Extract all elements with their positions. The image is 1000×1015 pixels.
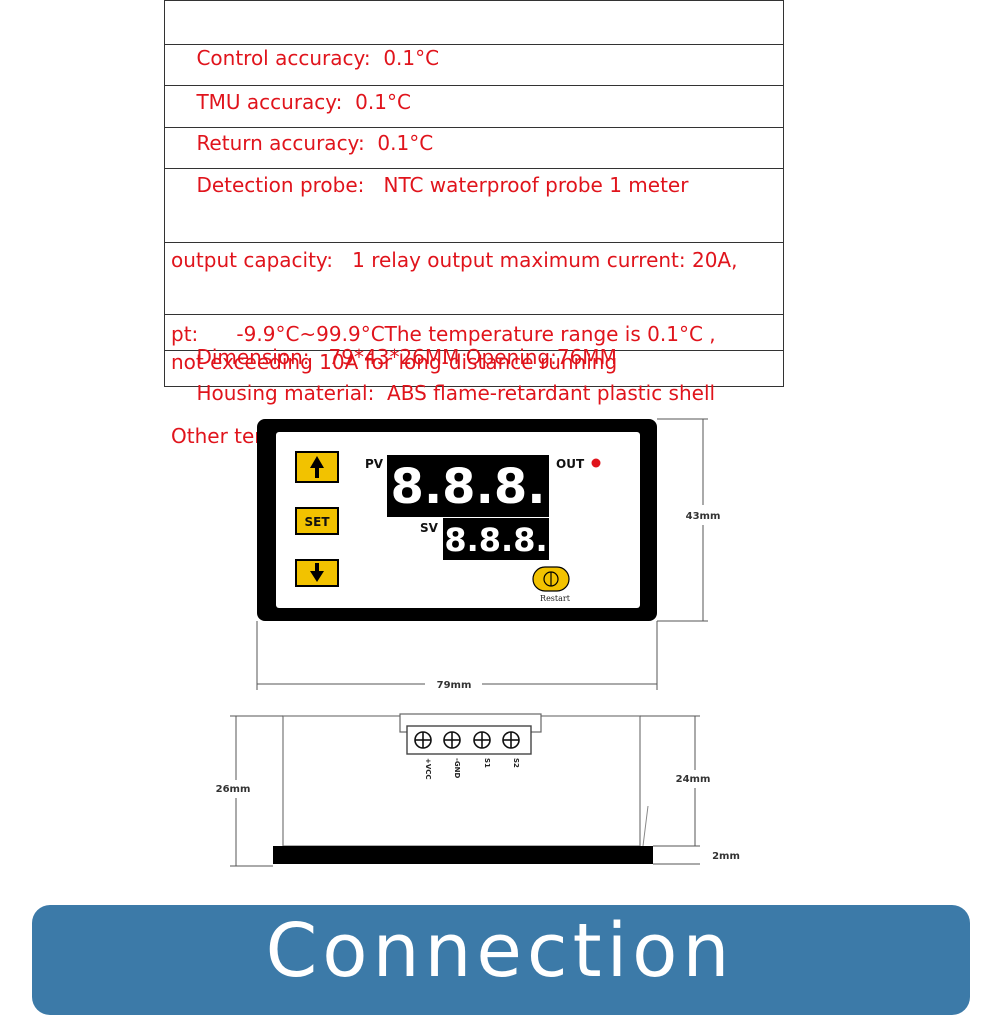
spec-row: TMU accuracy: 0.1°C [165,44,783,114]
side-view: +VCC -GND S1 S2 [273,713,653,864]
sv-display [443,518,549,560]
spec-line: output capacity: 1 relay output maximum … [171,248,738,272]
side-dimensions [230,715,700,867]
spec-line: Return accuracy: 0.1°C [196,131,434,155]
sv-label: SV [420,521,439,535]
out-label: OUT [556,457,585,471]
spec-line: Detection probe: NTC waterproof probe 1 … [196,173,689,197]
spec-row: Housing material: ABS flame-retardant pl… [165,350,783,405]
spec-table: Control accuracy: 0.1°C TMU accuracy: 0.… [164,0,784,448]
down-button[interactable] [295,559,339,587]
set-button[interactable]: SET [295,507,339,535]
terminal-screw-icon [414,731,432,749]
spec-line: Dimension: 79*43*26MM Opening:76MM [196,345,617,369]
spec-line: pt: -9.9°C~99.9°CThe temperature range i… [171,322,716,346]
terminal-screw-icon [473,731,491,749]
pv-readout: 8.8.8. [391,459,546,515]
terminal-label-s1: S1 [483,758,491,768]
base-thickness-dimension: 2mm [712,851,740,862]
pv-display [387,455,549,517]
spec-line: TMU accuracy: 0.1°C [196,90,411,114]
connection-banner [32,905,970,1015]
dimension-drawing: SET PV 8.8.8. OUT SV 8.8.8. Restart [216,418,740,867]
total-height-dimension: 26mm [216,784,251,795]
restart-button[interactable] [532,566,570,592]
sv-readout: 8.8.8. [444,521,547,559]
out-led [591,458,601,468]
spec-row: Control accuracy: 0.1°C [165,0,783,70]
spec-row: output capacity: 1 relay output maximum … [165,168,783,374]
front-dimensions [256,418,708,690]
spec-line: not exceeding 10A for long-distance runn… [171,350,618,374]
terminal-label-s2: S2 [512,758,520,768]
spec-row: Detection probe: NTC waterproof probe 1 … [165,127,783,197]
clip-edge [642,805,649,847]
arrow-up-icon [310,456,324,478]
side-base-plate [273,846,653,864]
terminal-screw-icon [502,731,520,749]
body-height-dimension: 24mm [676,774,711,785]
pv-label: PV [365,457,384,471]
terminal-label-vcc: +VCC [424,758,432,780]
front-panel: SET PV 8.8.8. OUT SV 8.8.8. Restart [257,419,657,621]
spec-line: Control accuracy: 0.1°C [196,46,440,70]
set-label: SET [304,515,330,529]
banner-title: Connection [265,908,735,994]
height-dimension: 43mm [686,511,721,522]
terminal-label-gnd: -GND [453,758,461,779]
restart-label: Restart [540,594,571,603]
spec-row: Dimension: 79*43*26MM Opening:76MM [165,314,783,369]
arrow-down-icon [310,563,324,582]
up-button[interactable] [295,451,339,483]
spec-line: Housing material: ABS flame-retardant pl… [196,381,716,405]
terminal-screw-icon [443,731,461,749]
spec-row: Return accuracy: 0.1°C [165,85,783,155]
width-dimension: 79mm [437,680,472,691]
